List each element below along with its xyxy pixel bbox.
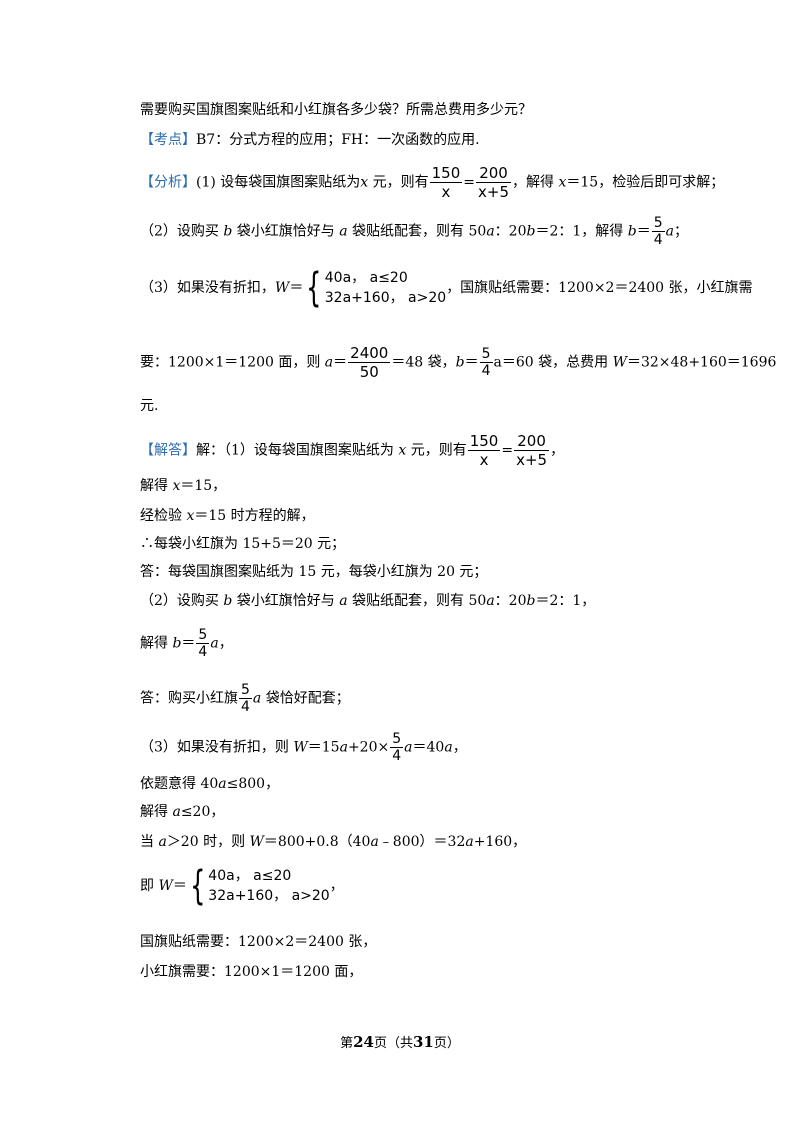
- page-footer: 第24页（共31页）: [340, 1033, 460, 1051]
- answer-line: 解得 x＝15，: [140, 478, 227, 494]
- answer-line: 国旗贴纸需要：1200×2＝2400 张，: [140, 934, 377, 950]
- answer-line: 当 a＞20 时，则 W＝800+0.8（40a﹣800）＝32a+160，: [140, 834, 527, 850]
- answer-line: 经检验 x＝15 时方程的解，: [140, 508, 315, 524]
- brace-icon: {: [306, 265, 322, 311]
- answer-line: 依题意得 40a≤800，: [140, 776, 280, 792]
- kaodian-line: 【考点】B7：分式方程的应用；FH：一次函数的应用.: [140, 132, 480, 148]
- answer-line: ∴每袋小红旗为 15+5＝20 元；: [140, 536, 346, 552]
- answer-line: （2）设购买 b 袋小红旗恰好与 a 袋贴纸配套，则有 50a：20b＝2：1，: [140, 593, 596, 609]
- brace-icon: {: [189, 863, 206, 909]
- answer-line: 答：每袋国旗图案贴纸为 15 元，每袋小红旗为 20 元；: [140, 564, 488, 580]
- analysis-tag: 【分析】: [140, 174, 196, 191]
- analysis-line-5: 元.: [140, 398, 159, 414]
- page-number: 24: [353, 1033, 374, 1051]
- page-total: 31: [413, 1033, 434, 1051]
- answer-line: 小红旗需要：1200×1＝1200 面，: [140, 964, 363, 980]
- kaodian-tag: 【考点】: [140, 132, 196, 148]
- analysis-line-2: （2）设购买 b 袋小红旗恰好与 a 袋贴纸配套，则有 50a：20b＝2：1，…: [140, 215, 688, 248]
- text-line: 需要购买国旗图案贴纸和小红旗各多少袋？所需总费用多少元？: [140, 102, 532, 118]
- answer-tag: 【解答】: [140, 442, 196, 459]
- answer-line: 解得 a≤20，: [140, 804, 225, 820]
